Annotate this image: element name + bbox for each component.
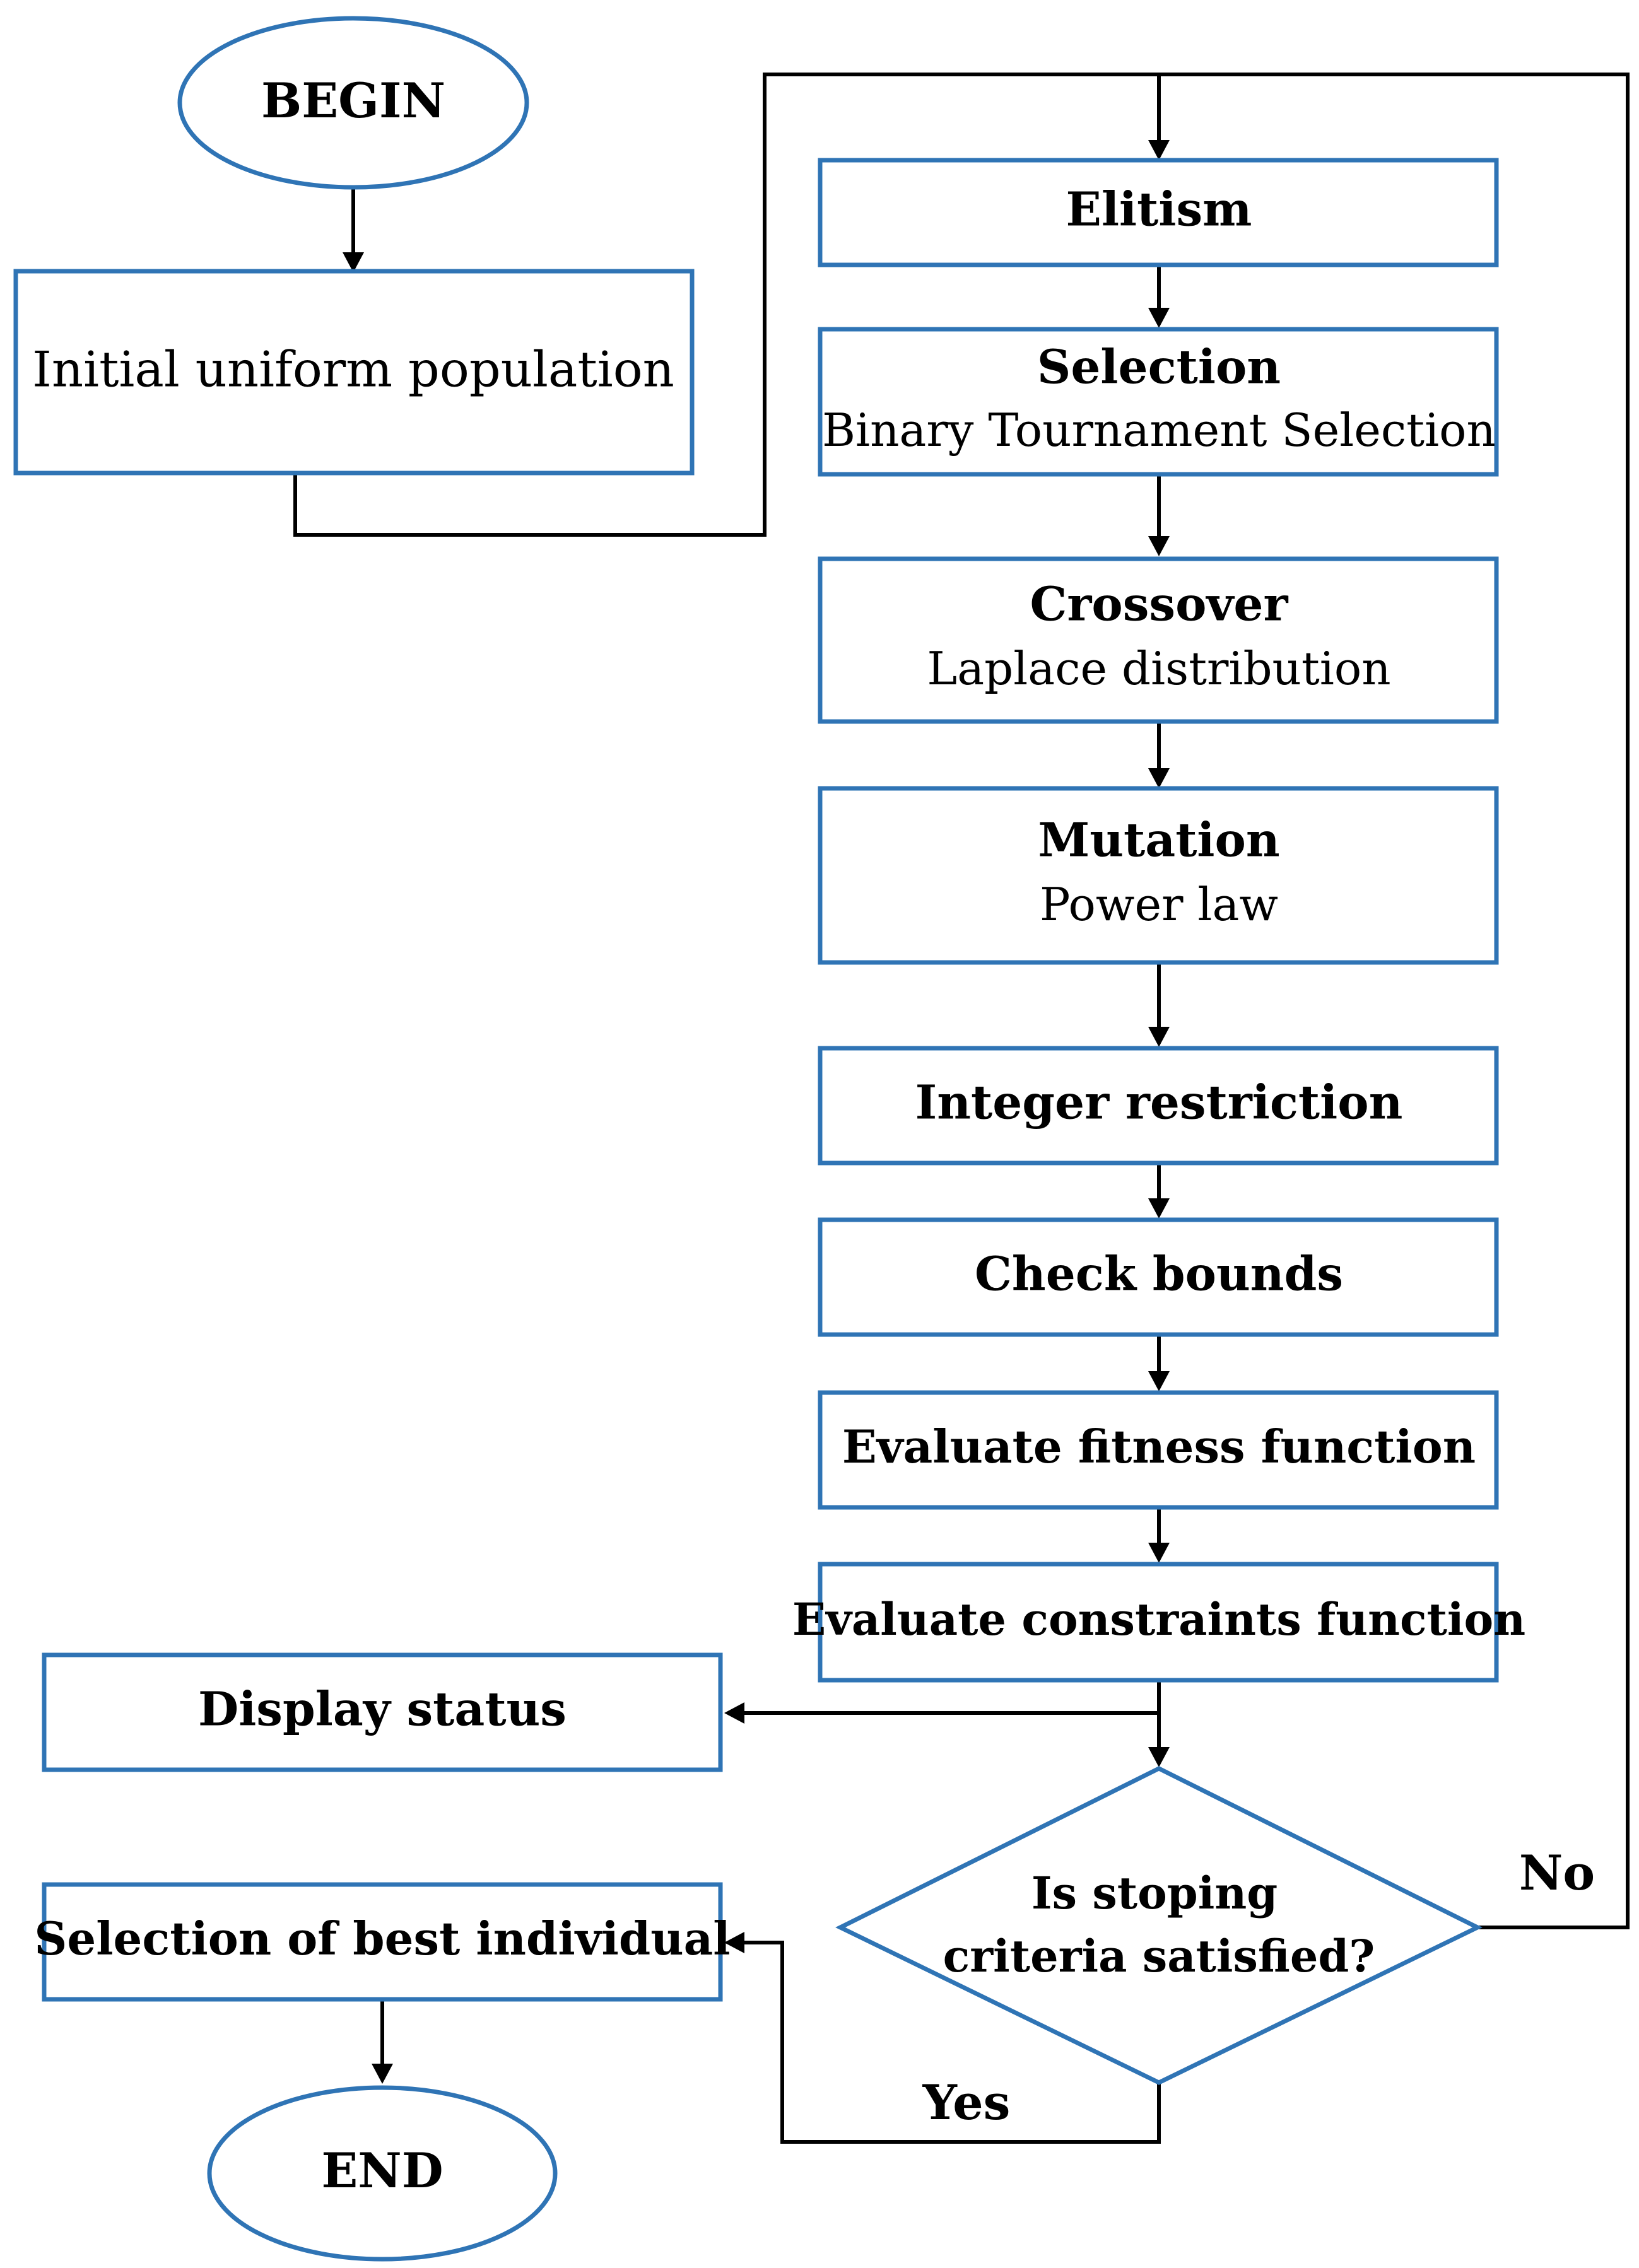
elitism-node	[818, 158, 1499, 267]
edge-initial-to-loop	[293, 73, 1630, 1929]
crossover-sublabel: Laplace distribution	[927, 642, 1390, 695]
edge-crossover-to-mutation-head	[1148, 768, 1170, 788]
edge-bounds-to-fitness-head	[1148, 1371, 1170, 1391]
edge-integer-to-bounds-head	[1148, 1198, 1170, 1219]
edge-decision-yes-to-best	[739, 1941, 1161, 2144]
check-bounds-label: Check bounds	[975, 1248, 1343, 1302]
mutation-label: Mutation	[1038, 814, 1279, 868]
edge-begin-to-initial-head	[343, 252, 364, 272]
elitism-label: Elitism	[1066, 183, 1252, 237]
crossover-label: Crossover	[1030, 578, 1289, 632]
evaluate-constraints-label: Evaluate constraints function	[792, 1593, 1525, 1645]
display-status-label: Display status	[198, 1683, 567, 1737]
edge-constraints-to-decision-head	[1148, 1747, 1170, 1767]
edge-to-display-head	[724, 1702, 744, 1724]
begin-label: BEGIN	[261, 73, 445, 129]
edge-selection-to-crossover-head	[1148, 536, 1170, 556]
crossover-node	[818, 556, 1499, 724]
mutation-node	[818, 786, 1499, 965]
evaluate-fitness-node	[818, 1390, 1499, 1510]
selection-sublabel: Binary Tournament Selection	[822, 404, 1496, 457]
display-status-node	[42, 1652, 723, 1772]
integer-restriction-node	[818, 1046, 1499, 1166]
edge-best-to-end-head	[372, 2064, 393, 2084]
end-label: END	[321, 2142, 443, 2199]
end-node	[207, 2085, 558, 2262]
decision-node	[835, 1766, 1483, 2085]
edges	[293, 73, 1630, 2144]
edge-fitness-to-constraints-head	[1148, 1543, 1170, 1563]
decision-line1: Is stoping	[1031, 1867, 1278, 1919]
initial-population-label: Initial uniform population	[32, 342, 674, 399]
best-individual-node	[42, 1882, 723, 2002]
selection-node	[818, 327, 1499, 477]
edge-decision-yes-to-best-head	[724, 1932, 744, 1953]
selection-label: Selection	[1037, 341, 1281, 395]
mutation-sublabel: Power law	[1040, 878, 1278, 931]
begin-node	[177, 16, 529, 190]
nodes	[13, 16, 1499, 2262]
evaluate-fitness-label: Evaluate fitness function	[842, 1420, 1476, 1473]
integer-restriction-label: Integer restriction	[915, 1076, 1403, 1130]
best-individual-label: Selection of best individual	[34, 1912, 730, 1965]
edge-elitism-to-selection-head	[1148, 308, 1170, 328]
decision-line2: criteria satisfied?	[943, 1930, 1375, 1982]
edge-label-yes: Yes	[922, 2074, 1011, 2131]
edge-loop-to-elitism-head	[1148, 140, 1170, 160]
edge-mutation-to-integer-head	[1148, 1027, 1170, 1047]
initial-population-node	[13, 269, 695, 476]
edge-label-no: No	[1519, 1845, 1595, 1901]
labels: BEGIN Initial uniform population Elitism…	[32, 73, 1595, 2199]
evaluate-constraints-node	[818, 1562, 1499, 1683]
check-bounds-node	[818, 1217, 1499, 1337]
